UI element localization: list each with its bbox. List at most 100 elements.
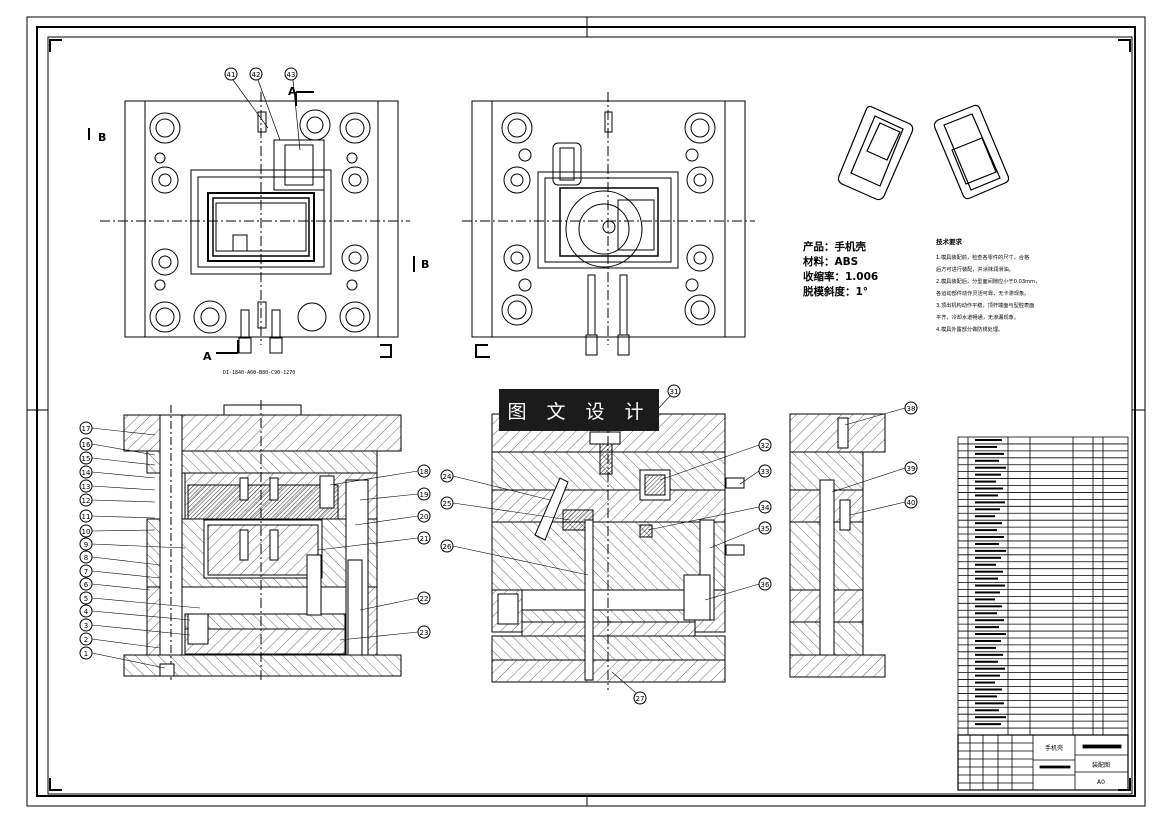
parts-list-name-blur	[975, 522, 1002, 525]
parts-list-name-blur	[975, 695, 997, 698]
svg-text:31: 31	[670, 388, 679, 396]
svg-text:17: 17	[82, 425, 91, 433]
plan-view-moving-half	[462, 92, 755, 358]
parts-list-name-blur	[975, 529, 997, 532]
parts-list-name-blur	[975, 542, 999, 545]
parts-list-name-blur	[975, 577, 998, 580]
svg-text:13: 13	[82, 483, 91, 491]
svg-text:26: 26	[443, 543, 452, 551]
section-mark-a-top: A	[288, 85, 314, 106]
svg-text:18: 18	[420, 468, 429, 476]
parts-list-name-blur	[975, 515, 995, 518]
parts-list-name-blur	[975, 653, 1003, 656]
tech-line: 各运动部件动作灵活可靠，无卡滞现象。	[936, 289, 1029, 297]
svg-text:8: 8	[84, 554, 88, 562]
parts-list-name-blur	[975, 536, 1004, 539]
product-draft-angle: 脱模斜度：1°	[803, 285, 868, 298]
parts-list-name-blur	[975, 473, 1001, 476]
tech-line: 4.模具外露部分做防锈处理。	[936, 325, 1003, 333]
section-mark-b-right: B	[413, 256, 429, 272]
sheet-border	[26, 16, 1146, 807]
parts-list-name-blur	[975, 619, 1004, 622]
product-name: 产品：手机壳	[803, 240, 866, 253]
svg-text:20: 20	[420, 513, 429, 521]
parts-list-name-blur	[975, 626, 999, 629]
parts-list-name-blur	[975, 709, 999, 712]
mold-base-note: DI-1840-A60-B80-C90-1270	[223, 370, 295, 376]
svg-text:24: 24	[443, 473, 452, 481]
svg-text:15: 15	[82, 455, 91, 463]
parts-list-name-blur	[975, 549, 1006, 552]
svg-text:10: 10	[82, 528, 91, 536]
parts-list-name-blur	[975, 633, 1006, 636]
svg-text:42: 42	[252, 71, 261, 79]
parts-list-name-blur	[975, 688, 1002, 691]
parts-list-name-blur	[975, 439, 1002, 441]
svg-text:6: 6	[84, 581, 89, 589]
svg-text:21: 21	[420, 535, 429, 543]
parts-list-name-blur	[975, 639, 1001, 642]
parts-list-name-blur	[975, 646, 996, 649]
parts-list-name-blur	[975, 466, 1006, 469]
svg-text:39: 39	[907, 465, 916, 473]
section-mark-a-bottom: A	[203, 340, 239, 363]
svg-text:11: 11	[82, 513, 91, 521]
parts-list-name-blur	[975, 660, 998, 663]
section-label-b-right: B	[421, 258, 429, 271]
svg-text:41: 41	[227, 71, 236, 79]
product-material: 材料：ABS	[802, 255, 858, 268]
svg-text:2: 2	[84, 636, 88, 644]
tech-line: 平齐，冷却水道畅通，无渗漏现象。	[936, 313, 1019, 321]
title-block-scale: A0	[1097, 779, 1105, 786]
svg-text:22: 22	[420, 595, 429, 603]
parts-list-name-blur	[975, 480, 996, 483]
tech-title: 技术要求	[936, 237, 963, 246]
parts-list-name-blur	[975, 556, 1001, 559]
section-view-partial	[789, 413, 886, 678]
section-view-center	[491, 400, 745, 690]
parts-list-name-blur	[975, 716, 1006, 719]
title-block	[957, 734, 1129, 791]
callouts-partial-section: 38 39 40	[831, 401, 918, 516]
parts-list-name-blur	[975, 667, 1005, 670]
parts-list-name-blur	[975, 494, 998, 497]
svg-text:16: 16	[82, 441, 91, 449]
svg-text:43: 43	[287, 71, 296, 79]
parts-list-name-blur	[975, 459, 999, 462]
svg-text:40: 40	[907, 499, 916, 507]
callouts-left-section: 17 16 15 14 13 12 11 10 9 8 7 6 5 4 3 2 …	[79, 421, 201, 669]
section-label-a-top: A	[288, 85, 297, 98]
product-sketch-1	[837, 105, 914, 201]
parts-list-name-blur	[975, 681, 995, 684]
section-view-left	[123, 400, 402, 680]
watermark-banner: 图 文 设 计	[499, 389, 659, 431]
svg-text:38: 38	[907, 405, 916, 413]
parts-list-name-blur	[975, 612, 997, 615]
title-block-part-name: 手机壳	[1045, 744, 1063, 752]
parts-list-name-blur	[975, 508, 1000, 511]
parts-list-name-blur	[975, 445, 997, 448]
svg-text:3: 3	[84, 622, 88, 630]
svg-text:25: 25	[443, 500, 452, 508]
svg-text:27: 27	[636, 695, 645, 703]
parts-list-name-blur	[975, 723, 1001, 726]
parts-list-name-blur	[975, 605, 1002, 608]
svg-text:23: 23	[420, 629, 429, 637]
plan-view-fixed-half	[100, 92, 410, 358]
parts-list-name-blur	[975, 702, 1004, 705]
callouts-top-plan: 41 42 43	[224, 67, 301, 151]
parts-list-name-blur	[975, 570, 1003, 573]
tech-line: 1.模具装配前，检查各零件的尺寸，合格	[936, 253, 1030, 261]
section-label-b-left: B	[98, 131, 106, 144]
svg-text:4: 4	[84, 608, 89, 616]
svg-text:33: 33	[761, 468, 770, 476]
parts-list-name-blur	[975, 563, 996, 566]
parts-list-name-blur	[975, 584, 1005, 587]
svg-text:19: 19	[420, 491, 429, 499]
parts-list-name-blur	[975, 591, 1000, 594]
parts-list-name-blur	[975, 487, 1003, 490]
product-sketch-2	[933, 104, 1010, 200]
svg-text:9: 9	[84, 541, 88, 549]
product-shrinkage: 收缩率：1.006	[803, 270, 878, 283]
